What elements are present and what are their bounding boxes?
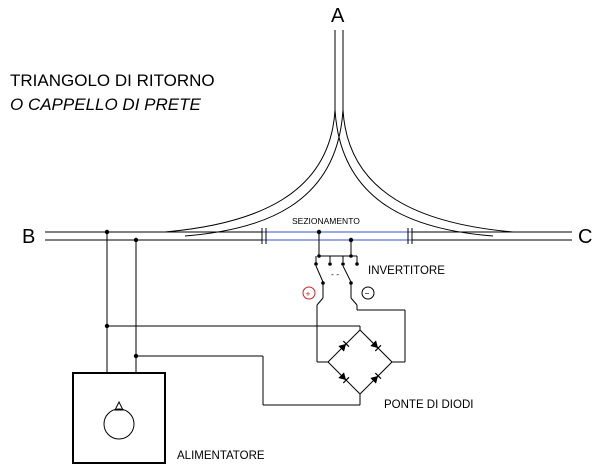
plus-circle-icon	[302, 286, 316, 300]
power-supply-box	[72, 372, 166, 464]
diode-icon	[338, 340, 350, 352]
invertitore-label: INVERTITORE	[368, 265, 445, 277]
supply-wiring	[104, 232, 360, 406]
curve-track-left	[164, 109, 344, 237]
diagram-title-line2: O CAPPELLO DI PRETE	[10, 95, 201, 114]
diode-icon	[370, 340, 382, 352]
plus-label: +	[306, 289, 311, 299]
node-label-b: B	[22, 226, 35, 248]
minus-label: −	[365, 289, 370, 299]
ponte-label: PONTE DI DIODI	[384, 399, 473, 411]
switch-mark: - -	[331, 269, 339, 279]
curve-track-right	[334, 109, 514, 237]
node-label-a: A	[331, 5, 345, 27]
isolated-section	[261, 228, 413, 244]
sezionamento-label: SEZIONAMENTO	[292, 216, 360, 226]
reversing-switch	[314, 232, 405, 330]
power-knob-icon	[103, 400, 135, 440]
alimentatore-label: ALIMENTATORE	[177, 450, 265, 462]
node-label-c: C	[578, 226, 592, 248]
minus-circle-icon	[361, 286, 375, 300]
diode-bridge	[316, 310, 406, 405]
diode-icon	[338, 372, 350, 384]
diode-icon	[370, 372, 382, 384]
branch-track-a	[334, 30, 344, 110]
diagram-title-line1: TRIANGOLO DI RITORNO	[10, 71, 215, 90]
